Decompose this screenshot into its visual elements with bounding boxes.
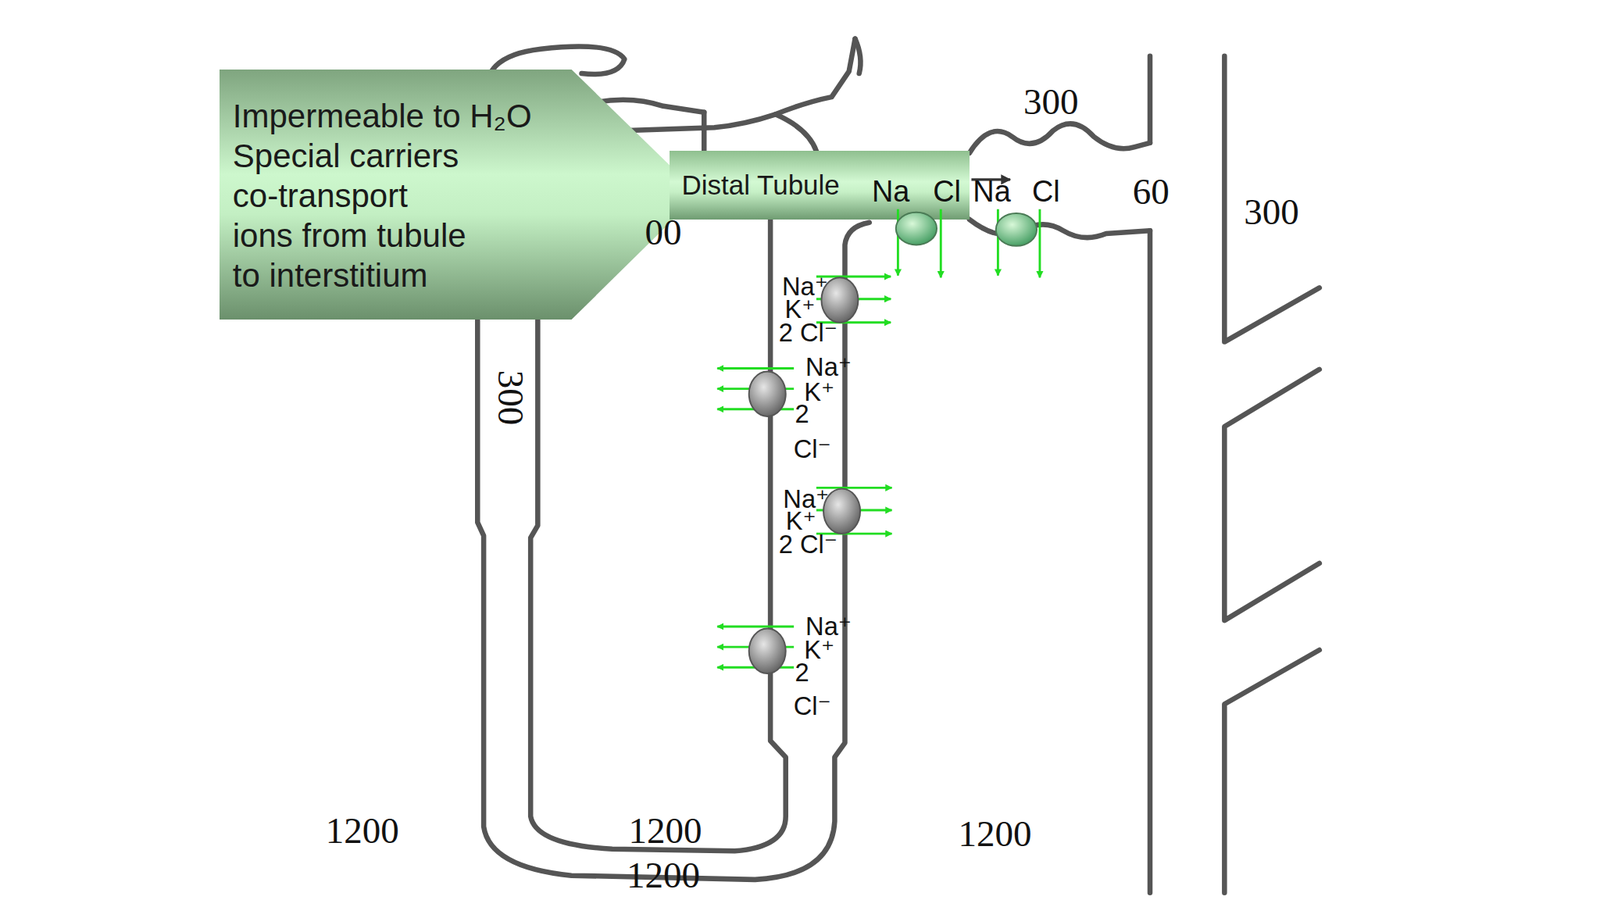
ion-label: 2 [795, 659, 810, 686]
ion-label: Na⁺ [805, 614, 852, 640]
ion-label: 2 Cl⁻ [778, 532, 838, 558]
vessel [622, 39, 856, 132]
ion-label: Cl⁻ [793, 693, 832, 720]
collecting-duct-wall [1224, 56, 1319, 343]
osmolarity-value: 1200 [626, 857, 700, 894]
ion-arrow [1039, 209, 1042, 279]
ion-arrow [996, 209, 1000, 276]
osmolarity-value: 300 [1023, 83, 1079, 121]
ion-label: Na⁺ [805, 354, 852, 381]
vessel [855, 39, 861, 74]
ion-label: 2 [795, 401, 810, 428]
collecting-duct-wall [1224, 650, 1319, 893]
tubule-box: Distal Tubule [669, 150, 970, 220]
ion-arrow [717, 625, 794, 629]
osmolarity-value: 1200 [325, 813, 400, 850]
ion-label: Cl [932, 177, 961, 208]
osmolarity-value: 300 [492, 370, 529, 426]
osmolarity-value: 00 [644, 214, 682, 251]
ion-arrow [717, 367, 794, 370]
nkcc-cotransporter [749, 371, 786, 416]
text-holder: Distal Tubule [669, 169, 840, 201]
osmolarity-value: 1200 [628, 813, 703, 850]
osmolarity-value: 1200 [957, 816, 1032, 854]
text-holder: Impermeable to H₂OSpecial carriers co-tr… [232, 96, 533, 296]
collecting-duct-wall [1224, 369, 1319, 621]
callout-heading: Impermeable to H₂O [232, 96, 533, 136]
osmolarity-value: 300 [1243, 193, 1300, 231]
ion-label: Cl [1032, 177, 1061, 208]
distal-tubule-wall [969, 123, 1150, 154]
callout-outline [219, 69, 700, 320]
callout-box: Impermeable to H₂OSpecial carriers co-tr… [219, 69, 700, 320]
vessel [701, 112, 708, 152]
ion-label: Cl⁻ [793, 435, 832, 462]
osmolarity-value: 60 [1132, 173, 1170, 211]
ion-label: K⁺ [785, 296, 816, 322]
callout-body: Special carriers co-transport ions from … [232, 135, 472, 296]
ion-label: 2 Cl⁻ [778, 319, 838, 346]
nacl-cotransporter [896, 212, 937, 246]
collecting-duct-wall [1147, 230, 1154, 893]
collecting-duct-wall [1147, 56, 1154, 143]
nacl-cotransporter [996, 213, 1037, 247]
vessel [775, 114, 817, 151]
tubule-name: Distal Tubule [681, 169, 840, 201]
ion-arrow [939, 209, 943, 279]
ion-label: Na [972, 177, 1011, 208]
nkcc-cotransporter [749, 628, 786, 674]
ion-label: Na [871, 177, 910, 208]
ion-label: K⁺ [785, 508, 817, 535]
